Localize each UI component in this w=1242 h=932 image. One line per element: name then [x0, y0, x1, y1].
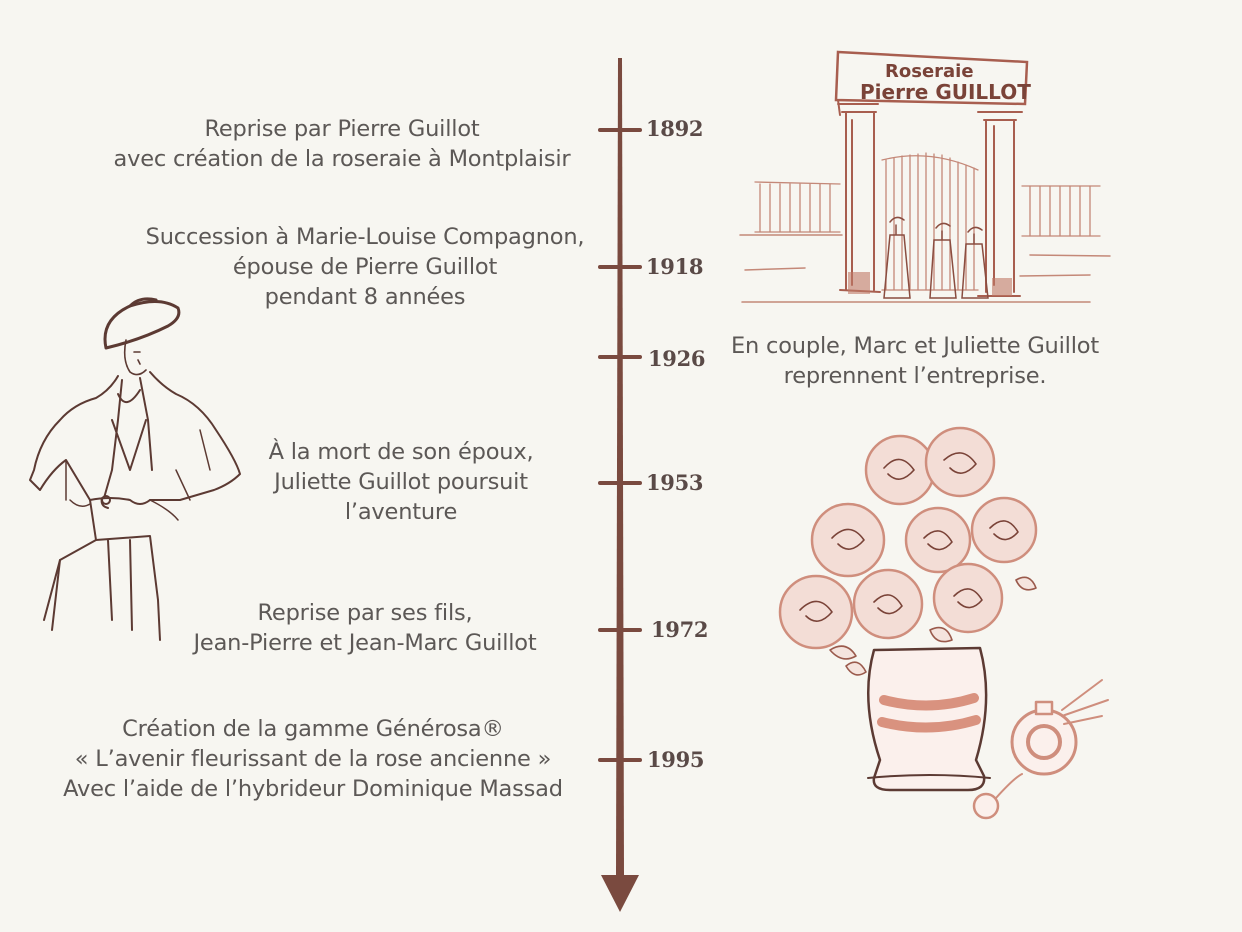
year-1918: 1918: [646, 254, 704, 279]
axis-arrowhead: [601, 875, 639, 912]
tick-1953: [598, 481, 642, 485]
event-line: « L’avenir fleurissant de la rose ancien…: [74, 746, 552, 772]
roseraie-gate-illustration: Roseraie Pierre GUILLOT: [739, 50, 1111, 303]
event-line: Avec l’aide de l’hybrideur Dominique Mas…: [63, 776, 563, 802]
event-line: Jean-Pierre et Jean-Marc Guillot: [193, 630, 537, 656]
timeline-axis: [598, 58, 642, 912]
event-line: avec création de la roseraie à Montplais…: [113, 146, 571, 172]
event-1918-text: Succession à Marie-Louise Compagnon, épo…: [110, 222, 620, 312]
event-1953-text: À la mort de son époux, Juliette Guillot…: [236, 437, 566, 527]
event-line: Reprise par ses fils,: [257, 600, 473, 626]
event-line: reprennent l’entreprise.: [783, 363, 1047, 389]
event-line: En couple, Marc et Juliette Guillot: [731, 333, 1099, 359]
axis-ticks: [598, 128, 642, 762]
axis-line: [616, 58, 624, 875]
event-line: l’aventure: [344, 499, 458, 525]
tick-1918: [598, 265, 642, 269]
woman-illustration: [29, 297, 241, 641]
event-line: Juliette Guillot poursuit: [274, 469, 528, 495]
event-1972-text: Reprise par ses fils, Jean-Pierre et Jea…: [150, 598, 580, 658]
event-line: Création de la gamme Générosa®: [122, 716, 504, 742]
tick-1995: [598, 758, 642, 762]
event-1892-text: Reprise par Pierre Guillot avec création…: [92, 114, 592, 174]
event-line: pendant 8 années: [264, 284, 466, 310]
year-1972: 1972: [651, 617, 709, 642]
event-1926-text: En couple, Marc et Juliette Guillot repr…: [708, 331, 1122, 391]
year-1926: 1926: [648, 346, 706, 371]
event-line: À la mort de son époux,: [268, 439, 534, 465]
year-1892: 1892: [646, 116, 704, 141]
tick-1926: [598, 355, 642, 359]
gate-sign-line2: Pierre GUILLOT: [860, 80, 1031, 104]
tick-1972: [598, 628, 642, 632]
year-1953: 1953: [646, 470, 704, 495]
event-1995-text: Création de la gamme Générosa® « L’aveni…: [30, 714, 596, 804]
event-line: épouse de Pierre Guillot: [232, 254, 498, 280]
gate-sign-line1: Roseraie: [885, 61, 974, 82]
roses-vase-illustration: [778, 426, 1109, 820]
event-line: Succession à Marie-Louise Compagnon,: [145, 224, 585, 250]
event-line: Reprise par Pierre Guillot: [204, 116, 480, 142]
year-1995: 1995: [647, 747, 705, 772]
tick-1892: [598, 128, 642, 132]
